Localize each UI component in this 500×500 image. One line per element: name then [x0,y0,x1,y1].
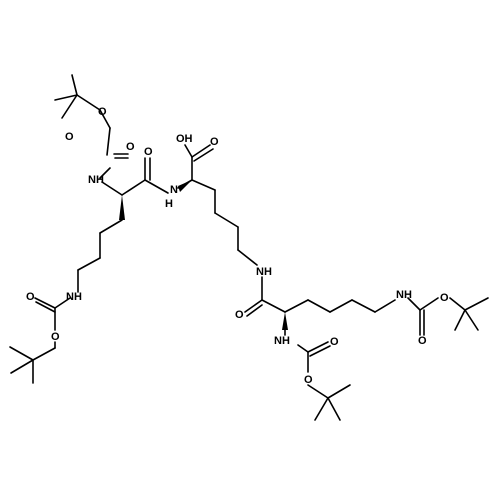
atom-label-o: O [418,335,427,347]
atom-label-n: N [170,184,178,196]
atom-label-nh: NH [274,335,290,347]
bond [237,249,258,266]
atom-label-oh: OH [176,133,193,145]
bond [191,179,216,191]
atom-label-nh: NH [66,291,82,303]
atom-label-nh: NH [256,266,272,278]
bond [34,297,56,309]
bond [407,297,421,311]
bond [297,344,309,353]
bond [54,297,71,309]
bond [99,219,123,234]
atom-label-o: O [210,136,219,148]
bond [246,304,263,317]
bond [9,346,34,361]
stereo-wedge-center [178,180,192,192]
bond [121,179,146,196]
bond [284,299,309,313]
bond [307,341,329,353]
bond [193,148,214,162]
atom-label-o: O [440,292,449,304]
bond [184,144,193,158]
bond [454,309,466,331]
atom-label-o: O [126,141,135,153]
bond [32,347,56,361]
bond [327,384,351,399]
bond [99,167,111,179]
bond [244,299,263,313]
bond [449,297,466,311]
atom-label-o: O [51,331,60,343]
bond [464,297,489,311]
bond [314,397,329,421]
bond [35,301,56,313]
atom-label-o: O [235,309,244,321]
bond [351,299,376,313]
atom-label-o: O [98,106,107,118]
bonds [9,74,489,421]
atom-labels: O O O NH O N OH O H NH O O NH O NH O O N… [26,106,449,386]
bond [71,74,78,96]
bond [307,299,331,313]
bond [106,127,111,156]
bond [144,179,169,194]
bond [261,299,286,313]
atom-label-o: O [65,131,74,143]
stereo-wedge-right [282,312,288,330]
bond [309,345,331,357]
bond [101,181,123,196]
atom-label-o: O [330,336,339,348]
bond [191,144,211,158]
atom-label-o: O [304,374,313,386]
bond [327,397,341,421]
bond [329,299,353,313]
bond [77,257,101,271]
atom-label-o: O [26,291,35,303]
bond [76,94,101,111]
bond [54,94,78,101]
bond [61,94,78,119]
bond [419,297,439,311]
bond [307,384,329,399]
atom-label-h: H [165,198,173,210]
bond [99,109,111,129]
atom-label-nh: NH [396,289,412,301]
bond [374,299,396,313]
atom-label-o: O [144,146,153,158]
atom-label-nh: NH [88,174,104,186]
stereo-wedge-left [119,195,125,220]
bond [10,359,34,374]
bond [464,309,479,331]
bond [214,212,239,228]
